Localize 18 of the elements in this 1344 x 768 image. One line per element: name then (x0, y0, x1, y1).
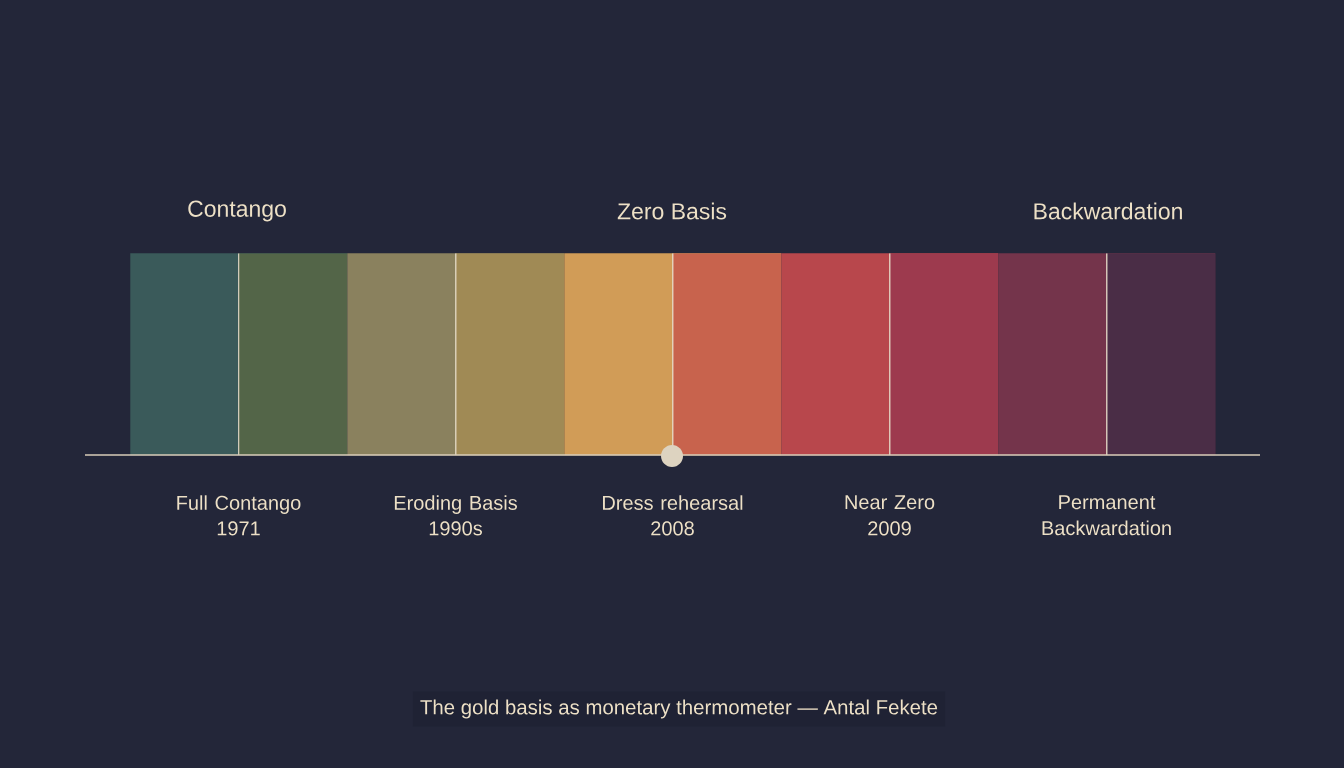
scale-heading: Contango (188, 200, 286, 222)
year-label: 2008 (651, 521, 694, 536)
scale-heading: Backwardation (1034, 202, 1182, 220)
milestone-label: Eroding Basis (394, 495, 517, 514)
milestone-label: Permanent Backwardation (1042, 495, 1171, 536)
color-band (564, 253, 782, 456)
year-label: 2009 (868, 521, 911, 536)
color-band (781, 253, 999, 456)
milestone-label: Near Zero (845, 495, 935, 510)
year-label: 1971 (217, 521, 260, 536)
milestone-label: Full Contango (177, 495, 301, 514)
milestone-label: Dress rehearsal (603, 495, 743, 510)
color-band (130, 253, 348, 456)
caption: The gold basis as monetary thermometer — Antal Fekete (412, 691, 946, 727)
color-band (998, 253, 1216, 456)
color-band (347, 253, 565, 456)
scale-heading: Zero Basis (617, 202, 727, 220)
year-label: 1990s (429, 521, 482, 536)
